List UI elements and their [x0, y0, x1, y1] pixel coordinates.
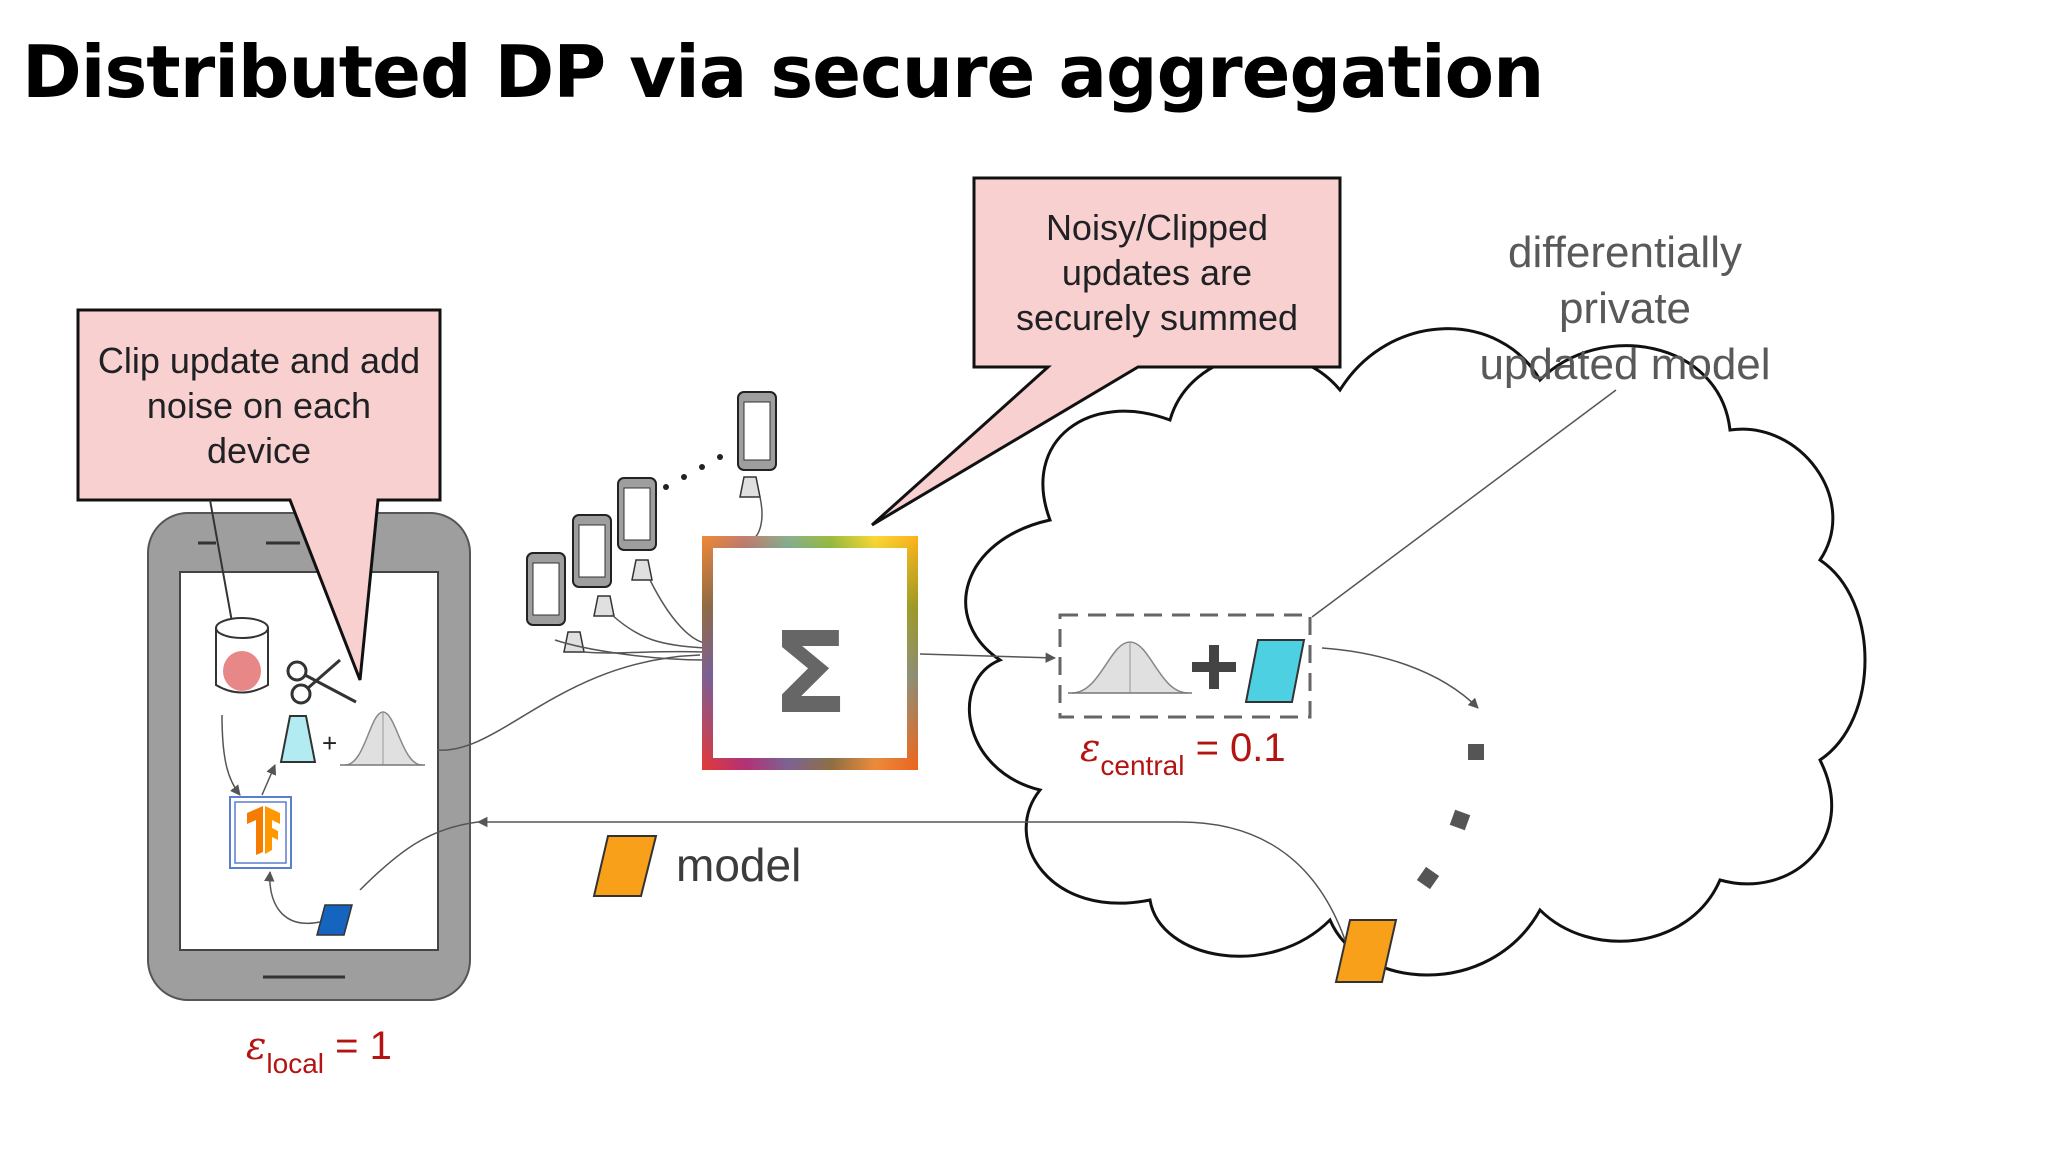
epsilon-local: εlocal = 1 — [246, 1024, 392, 1080]
sigma-symbol: Σ — [772, 609, 849, 739]
clipped-update-icon — [279, 715, 317, 763]
callout-server-line: updates are — [1061, 252, 1253, 293]
epsilon-symbol: ε — [246, 1024, 267, 1068]
callout-device: Clip update and add noise on each device — [80, 312, 438, 498]
scissors-icon — [286, 658, 357, 705]
callout-server-line: Noisy/Clipped — [1045, 207, 1269, 248]
dp-model-label: differentially private updated model — [1400, 225, 1850, 393]
database-icon — [215, 617, 269, 694]
epsilon-value: = 1 — [335, 1024, 392, 1068]
ellipsis-dots — [663, 454, 723, 490]
callout-server-shape — [870, 176, 1342, 527]
small-phone-icon — [572, 514, 615, 617]
callout-device-line: device — [206, 429, 312, 471]
tensorflow-icon — [229, 796, 292, 869]
epsilon-subscript: central — [1100, 750, 1185, 781]
small-phone-icon — [526, 552, 585, 653]
callout-device-line: Clip update and add — [97, 339, 421, 381]
epsilon-central: εcentral = 0.1 — [1080, 726, 1286, 782]
callout-server-line: securely summed — [1015, 297, 1299, 338]
model-legend-icon — [592, 835, 658, 897]
small-phone-icon — [737, 391, 777, 498]
dp-model-label-line: private — [1558, 284, 1692, 333]
model-parallelogram-icon — [1334, 919, 1398, 983]
callout-device-shape — [76, 308, 442, 681]
model-label: model — [676, 839, 802, 891]
central-noise-box — [1058, 613, 1312, 719]
progress-dots — [1416, 744, 1484, 890]
dp-model-label-line: differentially — [1508, 228, 1742, 277]
sigma-aggregator-icon: Σ — [702, 536, 918, 770]
plus-sign-small: + — [322, 728, 337, 758]
epsilon-value: = 0.1 — [1195, 726, 1286, 770]
update-parallelogram-icon — [316, 904, 353, 936]
callout-server: Noisy/Clipped updates are securely summe… — [976, 180, 1338, 365]
epsilon-symbol: ε — [1080, 726, 1101, 770]
cloud-icon — [964, 327, 1867, 977]
dp-model-label-line: updated model — [1479, 340, 1771, 389]
epsilon-subscript: local — [266, 1048, 324, 1079]
small-phone-icon — [617, 477, 657, 581]
gaussian-noise-icon — [340, 711, 425, 766]
page-title: Distributed DP via secure aggregation — [22, 30, 1544, 114]
callout-device-line: noise on each — [146, 384, 372, 426]
